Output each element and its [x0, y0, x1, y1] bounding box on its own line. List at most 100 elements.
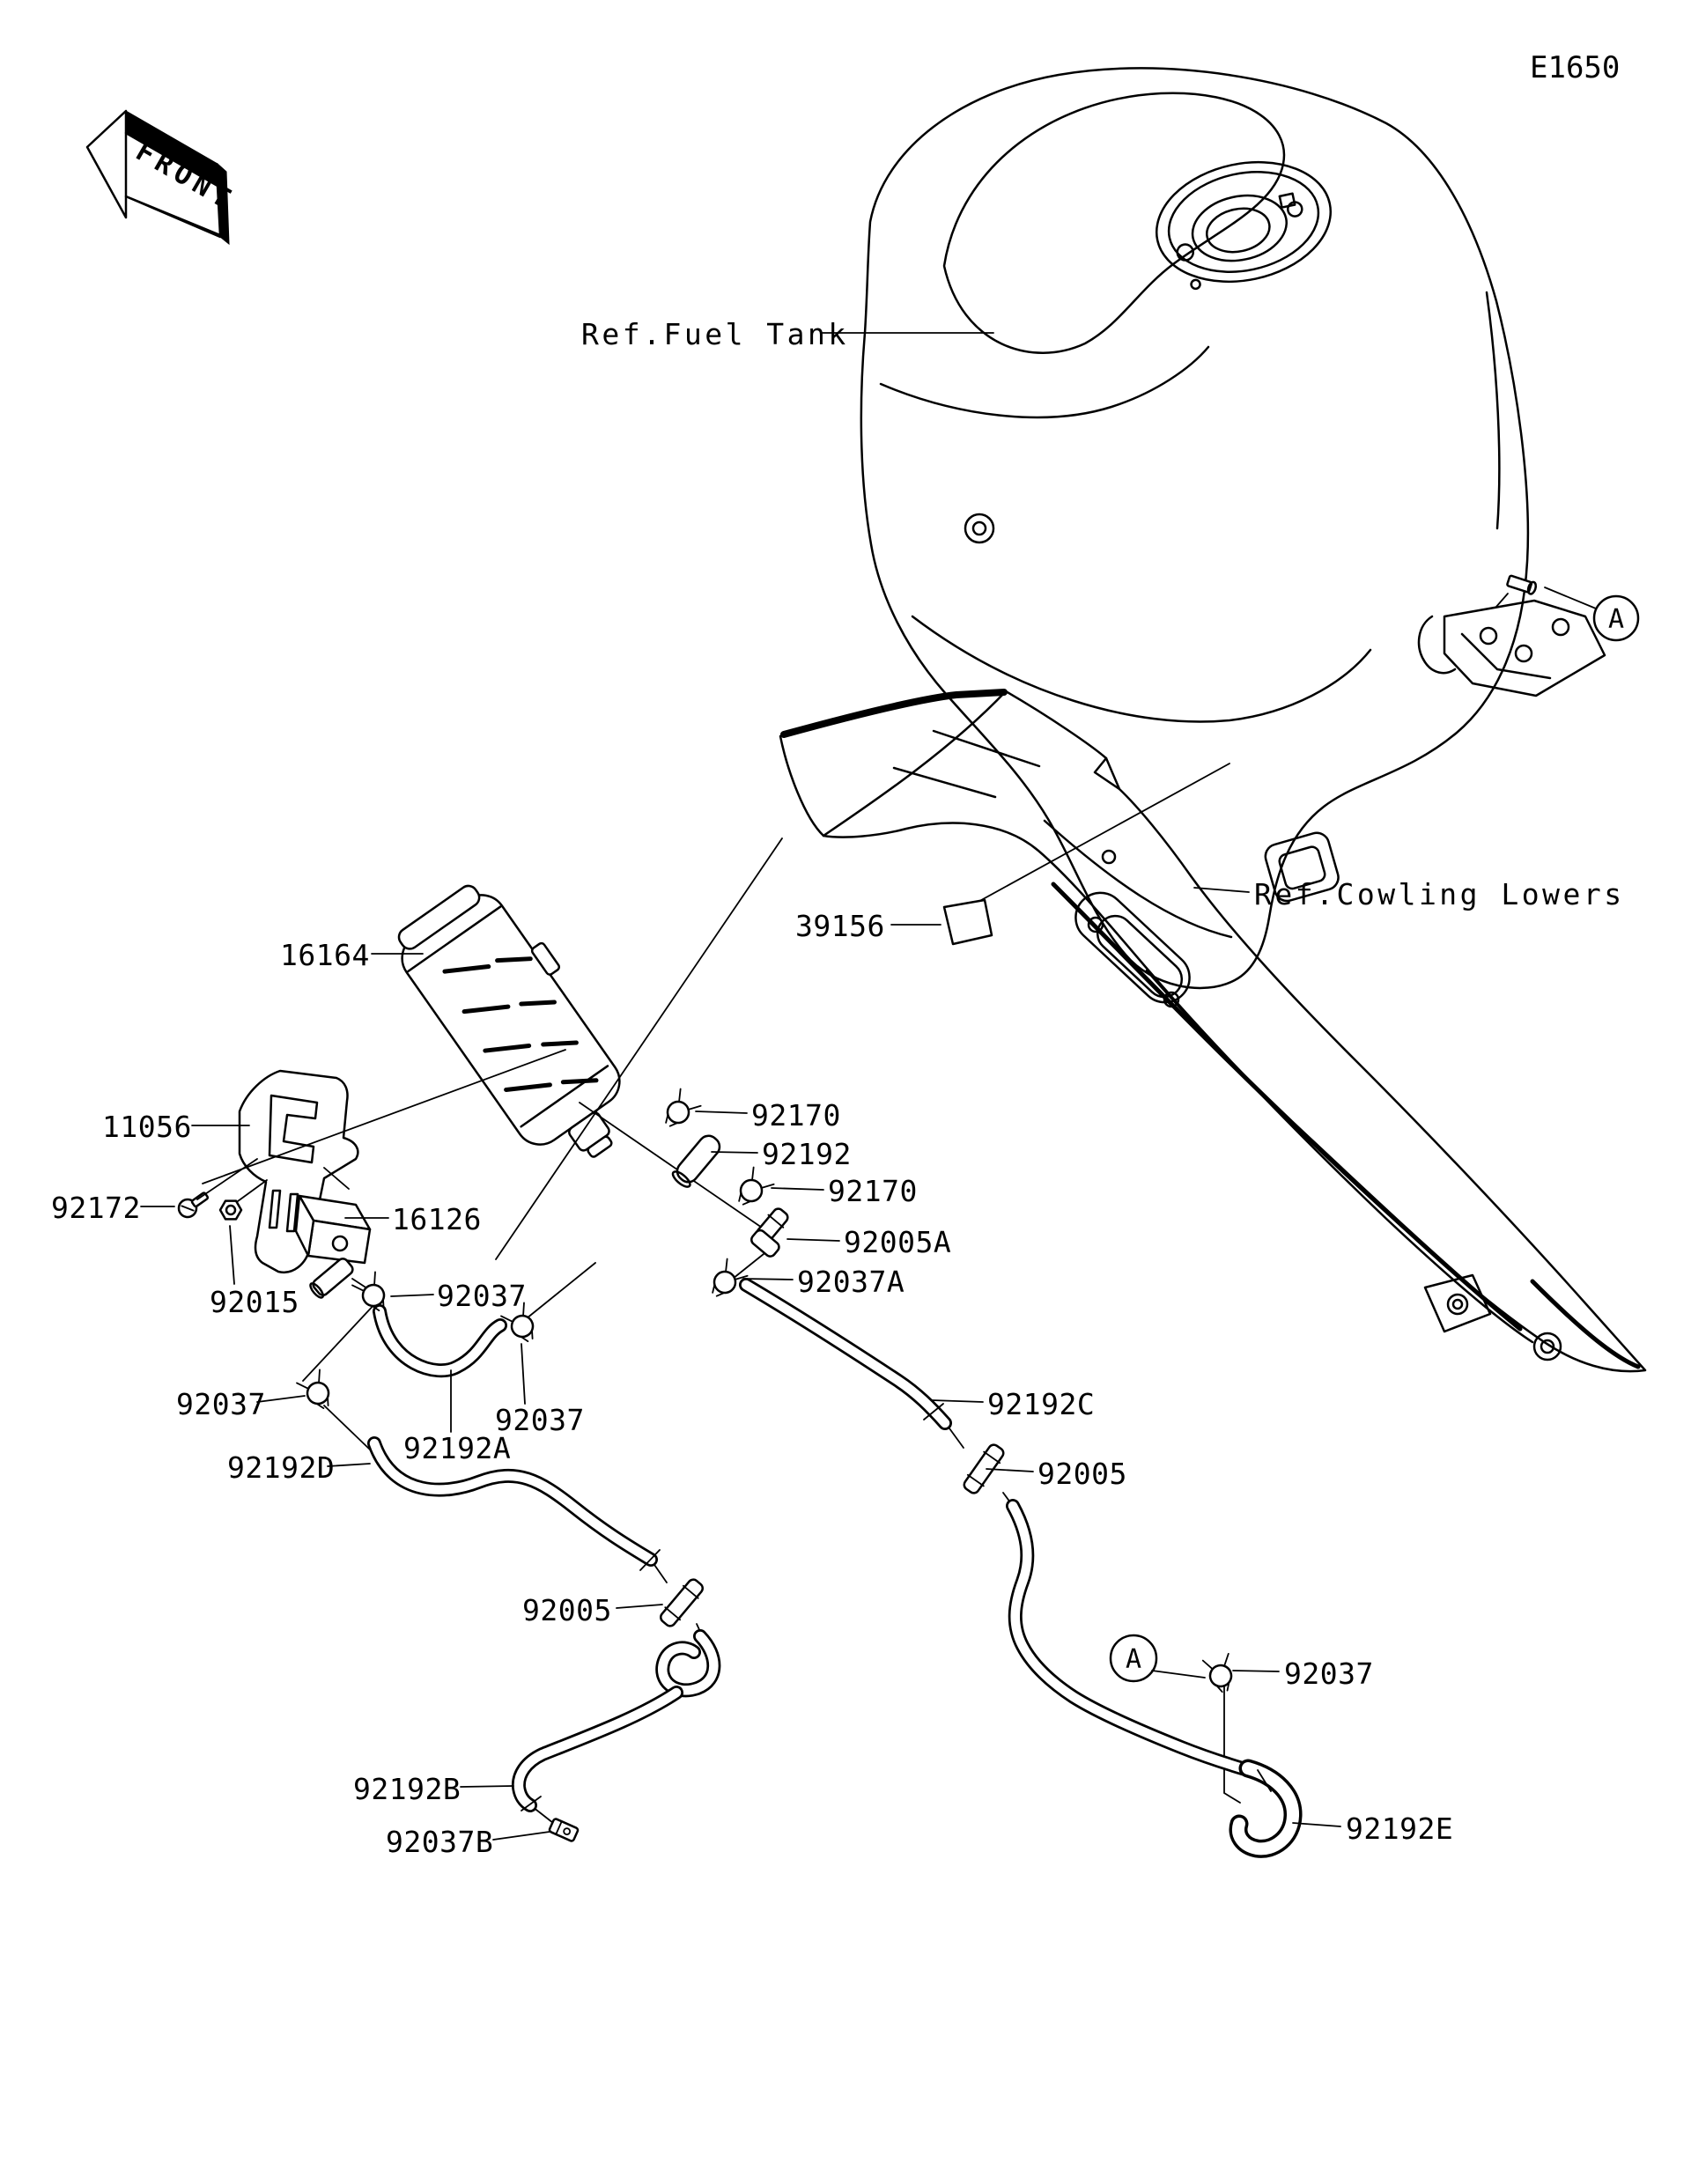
assembly-lines — [202, 763, 1241, 1824]
hose-92192B-drawing — [511, 1629, 721, 1812]
screw-drawing — [177, 1192, 210, 1219]
cowling-edge-band — [1051, 882, 1523, 1332]
view-marker-a-hose: A — [1109, 1634, 1206, 1683]
view-marker-a-tank-leader — [1544, 587, 1597, 609]
valve-drawing — [294, 1194, 372, 1299]
cowling-lowers-drawing — [779, 689, 1647, 1373]
leader-92170-upper — [695, 1110, 748, 1114]
clamp-92037-left-drawing — [295, 1369, 339, 1415]
clamp-92037-valve-drawing — [351, 1271, 395, 1317]
cowling-outline — [779, 690, 1647, 1373]
part-label-92005A[interactable]: 92005A — [844, 1225, 951, 1259]
tube-92192-drawing — [671, 1134, 721, 1188]
cowling-wing-edge — [780, 689, 1008, 738]
part-label-92192C[interactable]: 92192C — [987, 1387, 1095, 1421]
leader-92170-lower — [771, 1187, 824, 1191]
tank-seam-line — [911, 615, 1372, 723]
leader-92005-left — [616, 1604, 663, 1609]
tank-rear-bracket — [1417, 599, 1606, 697]
cowling-hole — [1101, 849, 1117, 865]
part-label-92037A[interactable]: 92037A — [797, 1265, 905, 1299]
pad-39156-drawing — [942, 898, 993, 946]
part-label-92192B[interactable]: 92192B — [353, 1772, 461, 1806]
part-label-92005-left[interactable]: 92005 — [522, 1593, 612, 1627]
cowling-tip-band — [1530, 1279, 1641, 1369]
cowling-wing-inner-edge — [822, 690, 1008, 837]
leader-92037-valve — [390, 1294, 434, 1297]
part-label-92170-upper[interactable]: 92170 — [751, 1098, 841, 1133]
hose-92192E-drawing — [1229, 1759, 1303, 1858]
reference-cowling-lowers-leader — [1193, 887, 1250, 893]
canister-drawing — [397, 884, 621, 1158]
part-label-92037-mid[interactable]: 92037 — [495, 1403, 585, 1437]
fuel-tank-drawing — [860, 67, 1606, 990]
clip-92170-lower-drawing — [729, 1166, 775, 1213]
part-label-92172[interactable]: 92172 — [51, 1191, 141, 1225]
joint-92005-left-drawing — [656, 1575, 707, 1631]
part-label-92037B[interactable]: 92037B — [386, 1825, 493, 1859]
leader-92015 — [229, 1225, 235, 1285]
clamp-92037-right-drawing — [1201, 1652, 1239, 1696]
clamp-92037B-drawing — [548, 1818, 580, 1842]
reference-cowling-lowers[interactable]: Ref.Cowling Lowers — [1193, 877, 1625, 911]
view-marker-a-hose-label: A — [1126, 1644, 1141, 1675]
reference-fuel-tank[interactable]: Ref.Fuel Tank — [581, 317, 994, 351]
cowling-strake — [892, 729, 1041, 799]
hose-92192D-drawing — [367, 1436, 661, 1571]
cowling-tip-grommet-center — [1540, 1339, 1555, 1354]
cowling-edge-line — [1145, 969, 1534, 1344]
part-label-92005-right[interactable]: 92005 — [1037, 1457, 1127, 1491]
leader-92192C — [931, 1399, 984, 1403]
cowling-scoop — [1074, 891, 1191, 1004]
fuel-cap — [1155, 160, 1333, 291]
part-label-92192[interactable]: 92192 — [762, 1137, 852, 1171]
view-marker-a-hose-leader — [1151, 1670, 1206, 1679]
part-label-92170-lower[interactable]: 92170 — [828, 1174, 918, 1208]
part-label-92192A[interactable]: 92192A — [403, 1431, 511, 1465]
tank-seam-line — [1043, 819, 1233, 939]
leader-92037-left — [256, 1395, 306, 1403]
tank-side-knob-center — [971, 520, 987, 536]
part-label-16164[interactable]: 16164 — [280, 938, 370, 972]
part-label-16126[interactable]: 16126 — [392, 1202, 482, 1236]
part-label-92192D[interactable]: 92192D — [227, 1450, 335, 1485]
nut-axis-line — [237, 1179, 268, 1202]
tank-side-knob — [964, 513, 995, 544]
part-label-92037-left[interactable]: 92037 — [176, 1387, 266, 1421]
leader-92037A — [742, 1278, 794, 1280]
view-marker-a-tank: A — [1544, 587, 1640, 642]
leader-92192B — [460, 1785, 514, 1788]
cowling-mount-tab — [1423, 1273, 1492, 1333]
leader-92037-mid — [521, 1343, 526, 1405]
leader-92192E — [1292, 1822, 1341, 1827]
valve-mount-line — [323, 1167, 350, 1190]
nut-drawing — [218, 1199, 243, 1221]
cowling-tip-grommet — [1532, 1332, 1562, 1361]
leader-92192D — [327, 1463, 371, 1467]
front-arrow: FRONT — [85, 109, 240, 246]
part-label-92192E[interactable]: 92192E — [1346, 1811, 1453, 1846]
hose-92192C-drawing — [739, 1278, 1255, 1777]
leader-92005-right — [986, 1468, 1034, 1472]
joint-92005A-drawing — [750, 1207, 789, 1258]
part-label-92037-valve[interactable]: 92037 — [437, 1279, 527, 1313]
tank-seam-line — [1485, 291, 1501, 530]
tank-bolt — [1506, 574, 1538, 595]
clip-92170-upper-drawing — [656, 1088, 702, 1134]
tank-top-recess — [942, 92, 1286, 354]
part-label-92015[interactable]: 92015 — [210, 1285, 299, 1319]
reference-cowling-lowers-label[interactable]: Ref.Cowling Lowers — [1254, 877, 1625, 911]
reference-fuel-tank-label[interactable]: Ref.Fuel Tank — [581, 317, 849, 351]
part-label-39156[interactable]: 39156 — [795, 909, 885, 943]
bracket-drawing — [238, 1069, 359, 1274]
cowling-step-detail — [1093, 756, 1121, 791]
part-label-92037-right[interactable]: 92037 — [1284, 1656, 1374, 1691]
part-callouts: 39156 16164 11056 92172 92015 16126 9203… — [51, 909, 1453, 1859]
part-label-11056[interactable]: 11056 — [102, 1110, 192, 1144]
view-marker-a-tank-label: A — [1608, 604, 1624, 635]
tank-outline — [860, 67, 1530, 990]
tank-seam-line — [879, 345, 1210, 419]
hose-92192A-drawing — [373, 1304, 507, 1378]
